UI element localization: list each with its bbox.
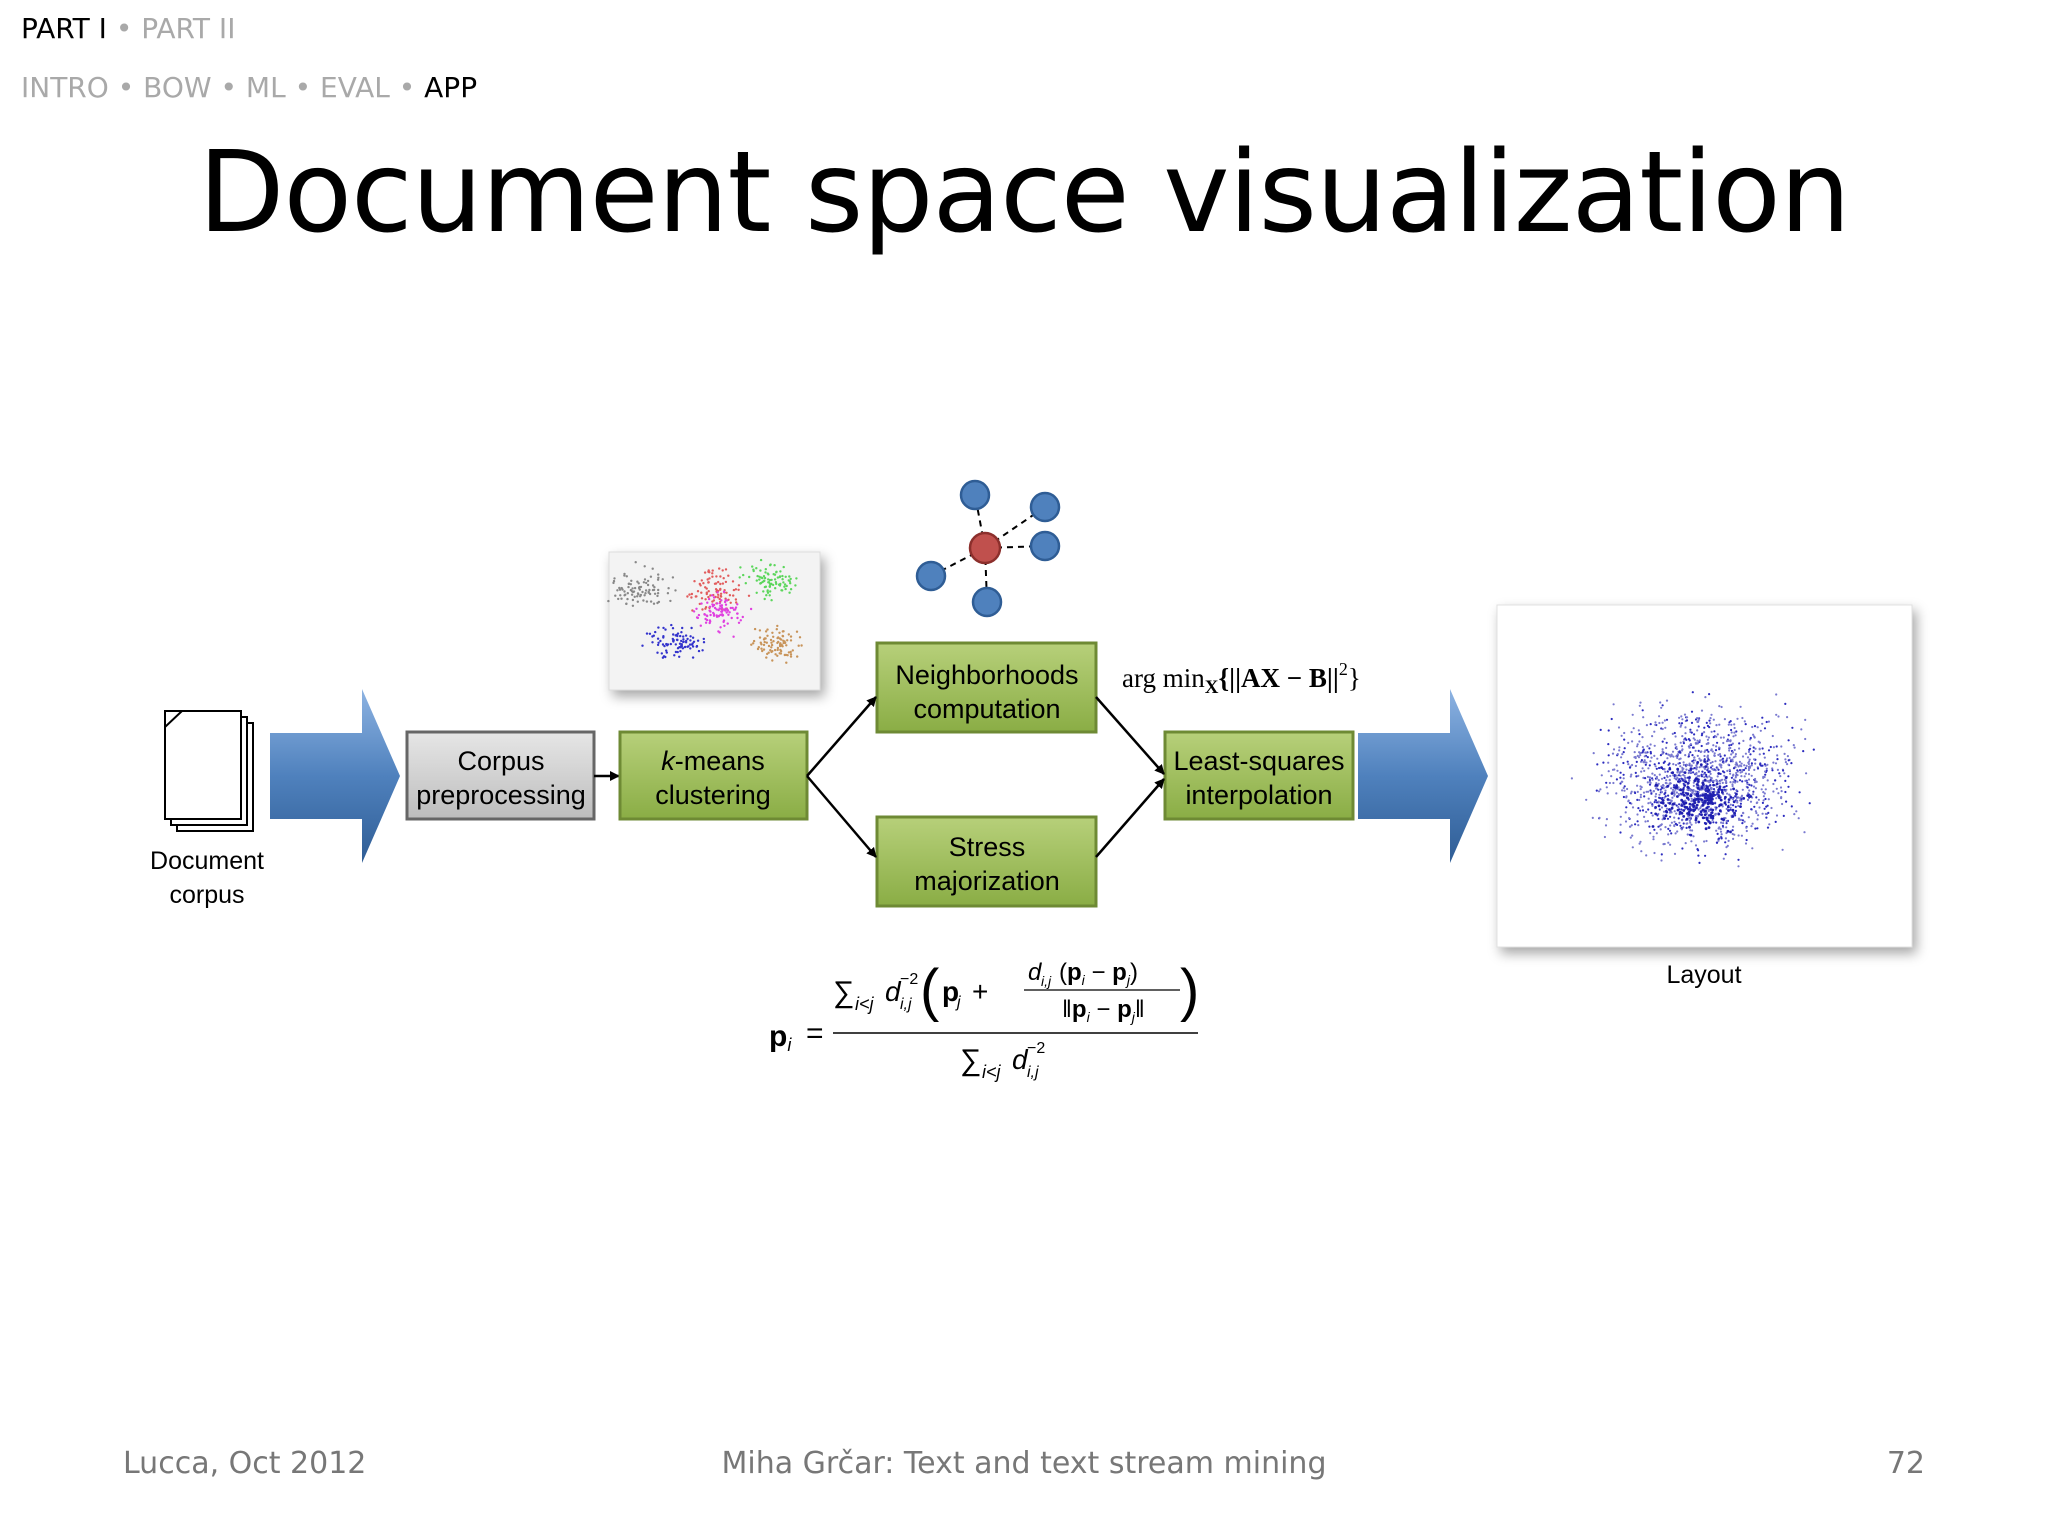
clusters-thumbnail-image	[607, 552, 820, 690]
corpus-preprocessing-label-2: preprocessing	[416, 780, 586, 810]
layout-label: Layout	[1666, 961, 1741, 989]
least-squares-label-2: interpolation	[1185, 780, 1332, 810]
stress-formula: pi = ∑ i<j d −2 i,j ( p j + d i,j (pi − …	[769, 958, 1199, 1082]
arrow-kmeans-to-neighborhoods	[807, 697, 876, 776]
svg-text:i,j: i,j	[1027, 1064, 1039, 1081]
svg-text:): )	[1180, 958, 1199, 1023]
corpus-preprocessing-box: Corpus preprocessing	[407, 732, 594, 819]
slide-number: 72	[1887, 1446, 1925, 1481]
svg-text:pi: pi	[769, 1020, 792, 1055]
layout-image	[1497, 605, 1912, 947]
least-squares-box: Least-squares interpolation	[1165, 732, 1353, 819]
formula-pi-lhs: p	[769, 1020, 787, 1053]
neighborhoods-computation-box: Neighborhoods computation	[877, 643, 1096, 732]
big-arrow-left	[270, 689, 400, 863]
svg-text:∑: ∑	[960, 1044, 981, 1077]
svg-text:i<j: i<j	[855, 994, 875, 1014]
svg-text:∑: ∑	[833, 976, 854, 1009]
svg-text:i<j: i<j	[982, 1062, 1002, 1082]
footer-presentation-title: Miha Grčar: Text and text stream mining	[0, 1446, 2048, 1481]
svg-text:(: (	[920, 958, 939, 1023]
svg-text:i,j: i,j	[900, 996, 912, 1013]
arrow-neighborhoods-to-ls	[1096, 697, 1164, 774]
kmeans-label-2: clustering	[655, 780, 771, 810]
formula-eq: =	[806, 1017, 824, 1050]
corpus-preprocessing-label: Corpus	[457, 746, 544, 776]
neighborhood-graph-icon	[917, 481, 1059, 616]
svg-text:−2: −2	[900, 971, 918, 988]
neighborhoods-label-2: computation	[913, 694, 1060, 724]
svg-text:‖pi − pj‖: ‖pi − pj‖	[1062, 996, 1145, 1025]
svg-text:i,j: i,j	[1041, 973, 1052, 989]
stress-majorization-box: Stress majorization	[877, 817, 1096, 906]
least-squares-label: Least-squares	[1173, 746, 1344, 776]
corpus-label-2: corpus	[169, 881, 244, 909]
argmin-sub: X	[1205, 677, 1219, 698]
argmin-sup: 2	[1339, 659, 1348, 679]
document-stack-icon	[165, 711, 253, 831]
svg-text:+: +	[972, 976, 988, 1007]
stress-label-2: majorization	[914, 866, 1060, 896]
svg-text:−2: −2	[1027, 1040, 1045, 1057]
kmeans-label: -means	[675, 746, 765, 776]
arrow-kmeans-to-stress	[807, 776, 876, 857]
argmin-formula: arg minX{||AX − B||2}	[1122, 659, 1361, 698]
stress-label: Stress	[949, 832, 1026, 862]
formula-pi-lhs-sub: i	[787, 1035, 792, 1055]
svg-text:k-means: k-means	[661, 746, 765, 776]
corpus-label: Document	[150, 847, 264, 875]
svg-text:(pi − pj): (pi − pj)	[1059, 959, 1138, 988]
argmin-body: {||AX − B||	[1218, 663, 1338, 693]
kmeans-clustering-box: k-means clustering	[620, 732, 807, 819]
argmin-close: }	[1348, 663, 1361, 693]
big-arrow-right	[1358, 689, 1488, 863]
svg-text:d: d	[1028, 959, 1042, 986]
argmin-text: arg min	[1122, 663, 1205, 693]
neighborhoods-label: Neighborhoods	[895, 660, 1078, 690]
arrow-stress-to-ls	[1096, 779, 1164, 857]
